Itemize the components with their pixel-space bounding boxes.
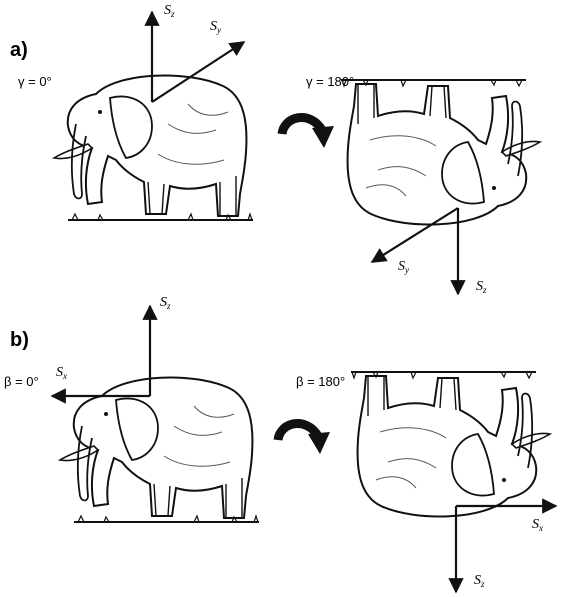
panel-a-label: a) [10,39,28,61]
axis-label-b-right-sx: Sx [532,517,543,533]
axes-b-left [50,304,158,404]
elephant-icon-b-right [350,371,551,518]
axis-label-a-right-sz: Sz [476,279,487,295]
axis-label-a-right-sy: Sy [398,259,409,275]
panel-a-right-angle: γ = 180° [306,74,354,89]
curved-rotation-arrow-icon-a [282,118,334,148]
axis-label-a-left-sy: Sy [210,19,221,35]
elephant-icon-a-right [340,79,541,226]
axis-label-b-right-sz: Sz [474,573,485,589]
axis-label-a-left-sz: Sz [164,3,175,19]
elephant-icon-a-left [53,74,254,221]
curved-rotation-arrow-icon-b [278,424,330,454]
axes-a-right [370,207,466,296]
panel-b-right-angle: β = 180° [296,374,345,389]
axis-label-b-left-sz: Sz [160,295,171,311]
axes-a-left [144,10,246,103]
panel-b-label: b) [10,329,29,351]
axis-label-b-left-sx: Sx [56,365,67,381]
panel-b-left-angle: β = 0° [4,374,39,389]
panel-a-left-angle: γ = 0° [18,74,52,89]
axes-b-right [448,498,558,594]
elephant-icon-b-left [59,376,260,523]
